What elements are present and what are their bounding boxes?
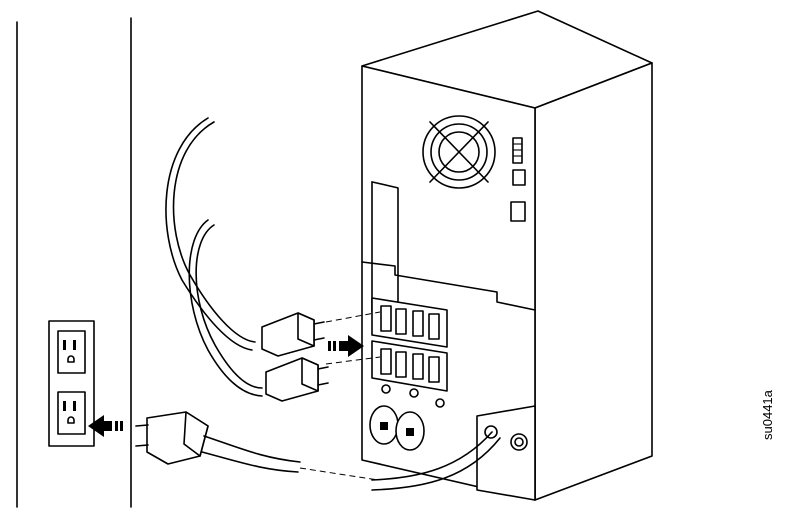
ups-unit xyxy=(361,10,653,501)
figure-id-label: su0441a xyxy=(760,390,775,440)
ups-input-cord xyxy=(135,411,501,491)
arrow-to-ups-outlets xyxy=(328,335,364,357)
equipment-cord-2 xyxy=(188,219,329,402)
wall xyxy=(16,17,132,508)
fan-icon xyxy=(422,115,496,189)
outlet-bank-lower xyxy=(371,340,448,392)
outlet-bank-upper xyxy=(371,297,448,348)
input-receptacles xyxy=(369,405,425,451)
power-inlet xyxy=(476,405,536,501)
display-slot xyxy=(371,181,399,319)
equipment-cord-1 xyxy=(165,117,325,357)
arrow-to-outlet xyxy=(88,415,123,437)
led-indicator-icon xyxy=(510,137,526,222)
wall-outlet xyxy=(48,320,95,447)
connection-guides xyxy=(299,311,381,481)
